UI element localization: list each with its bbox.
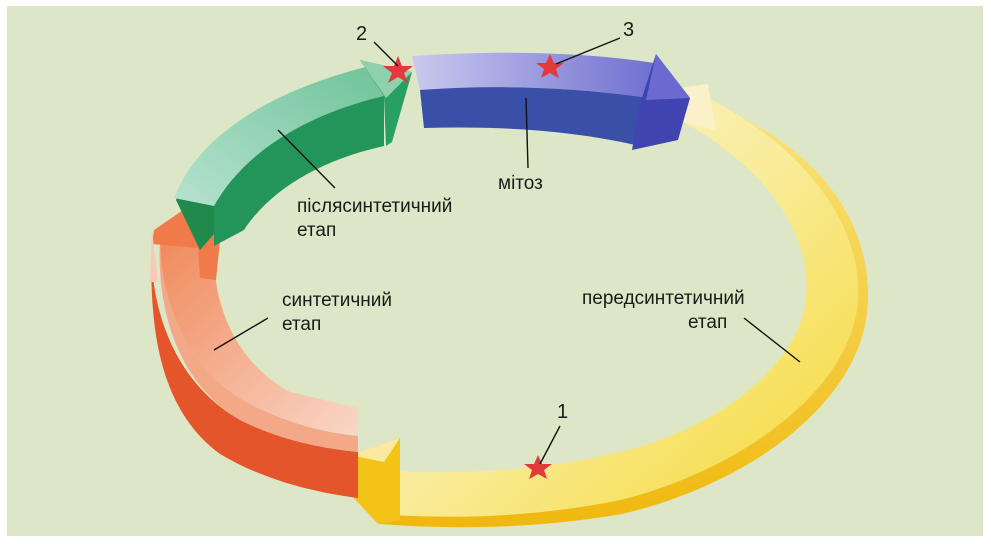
mitosis-arrowhead-light [646,54,690,100]
postsynthetic-label-line2: етап [297,220,336,241]
leader-1 [539,425,561,465]
presynthetic-arrowhead [350,438,400,524]
leader-synthetic [213,317,269,351]
presynthetic-label-line2: етап [688,312,727,333]
synthetic-label-line2: етап [282,314,321,335]
synthetic-segment [150,208,358,498]
mitosis-arrowhead [632,54,690,150]
synthetic-band [160,238,358,436]
synthetic-side-face [151,236,358,498]
synthetic-arrowhead-light [150,230,158,282]
presynthetic-segment [350,84,869,528]
mitosis-label: мітоз [498,173,543,194]
mitosis-segment [412,52,690,150]
leader-2 [373,41,399,67]
postsynthetic-segment [174,60,412,250]
presynthetic-arrowhead-tip [350,438,400,462]
postsynthetic-inner-band [214,96,384,246]
checkpoint-star-2 [383,56,413,83]
checkpoint-star-3 [536,54,564,78]
presynthetic-top-face [380,88,859,517]
mitosis-side-face [420,87,650,146]
mitosis-top-face [412,52,660,98]
leader-postsynthetic [277,129,336,189]
checkpoint-label-3: 3 [623,19,634,41]
synthetic-top-face [159,238,358,452]
checkpoint-star-1 [524,455,552,479]
postsynthetic-top-face [174,66,384,206]
presynthetic-label-line1: передсинтетичний [582,288,745,309]
leader-presynthetic [743,317,801,363]
checkpoint-label-1: 1 [557,401,568,423]
synthetic-label-line1: синтетичний [282,290,392,311]
checkpoint-label-2: 2 [356,23,367,45]
leader-mitosis [525,97,529,169]
postsynthetic-label-line1: післясинтетичний [297,196,452,217]
presynthetic-tail [680,84,716,130]
leader-3 [555,37,621,65]
